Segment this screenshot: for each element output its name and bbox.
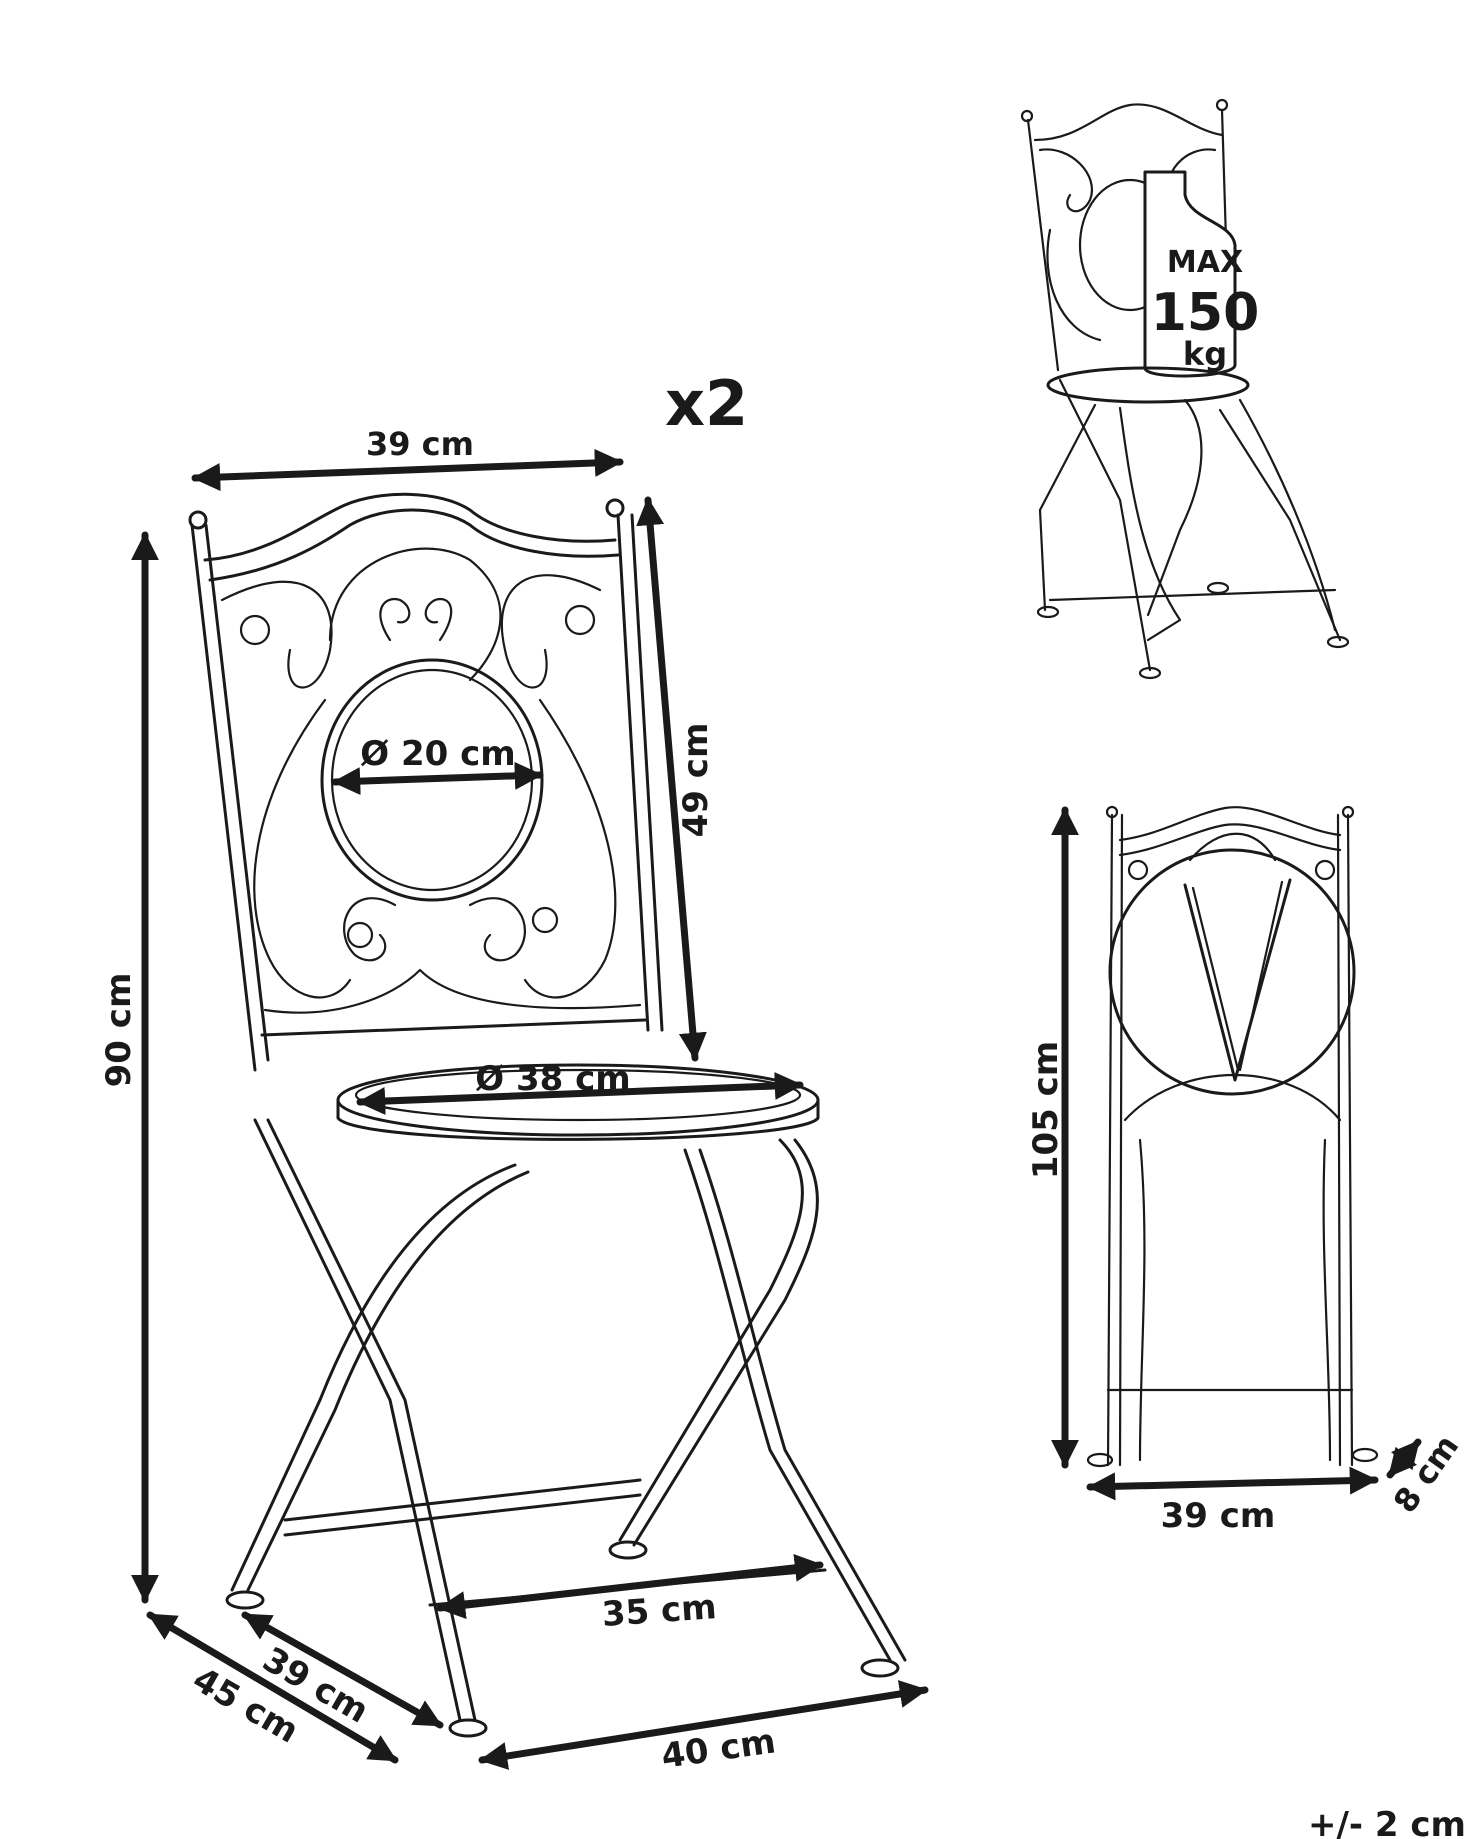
backrest-width-label: 39 cm <box>366 425 474 463</box>
medallion-diameter-arrow <box>331 761 544 796</box>
folded-width-arrow <box>1086 1466 1379 1501</box>
backrest-height-arrow <box>636 496 707 1062</box>
quantity-label: x2 <box>665 367 748 440</box>
folded-height-label: 105 cm <box>1026 1041 1066 1179</box>
main-chair-drawing <box>188 492 907 1738</box>
leg-span-arrow <box>436 1553 824 1620</box>
seat-diameter-arrow <box>356 1071 804 1116</box>
seat-diameter-label: Ø 38 cm <box>475 1059 630 1099</box>
folded-depth-label: 8 cm <box>1386 1428 1466 1520</box>
leg-span-label: 35 cm <box>601 1587 718 1635</box>
tolerance-label: +/- 2 cm <box>1308 1805 1466 1839</box>
backrest-height-label: 49 cm <box>676 723 716 838</box>
capacity-label-number: 150 <box>1151 283 1260 343</box>
capacity-label-max: MAX <box>1167 245 1243 280</box>
backrest-width-arrow <box>191 448 624 492</box>
folded-width-label: 39 cm <box>1161 1496 1276 1536</box>
capacity-label-unit: kg <box>1183 335 1227 373</box>
folded-chair-drawing <box>1086 805 1379 1468</box>
depth-outer-arrow <box>146 1611 399 1764</box>
folded-dimension-lines <box>1051 806 1422 1501</box>
base-width-arrow <box>478 1680 929 1770</box>
folded-depth-arrow <box>1386 1438 1422 1479</box>
main-dimension-lines <box>131 448 929 1770</box>
medallion-diameter-label: Ø 20 cm <box>360 734 515 774</box>
capacity-chair-drawing <box>1020 98 1350 680</box>
total-height-label: 90 cm <box>99 973 139 1088</box>
